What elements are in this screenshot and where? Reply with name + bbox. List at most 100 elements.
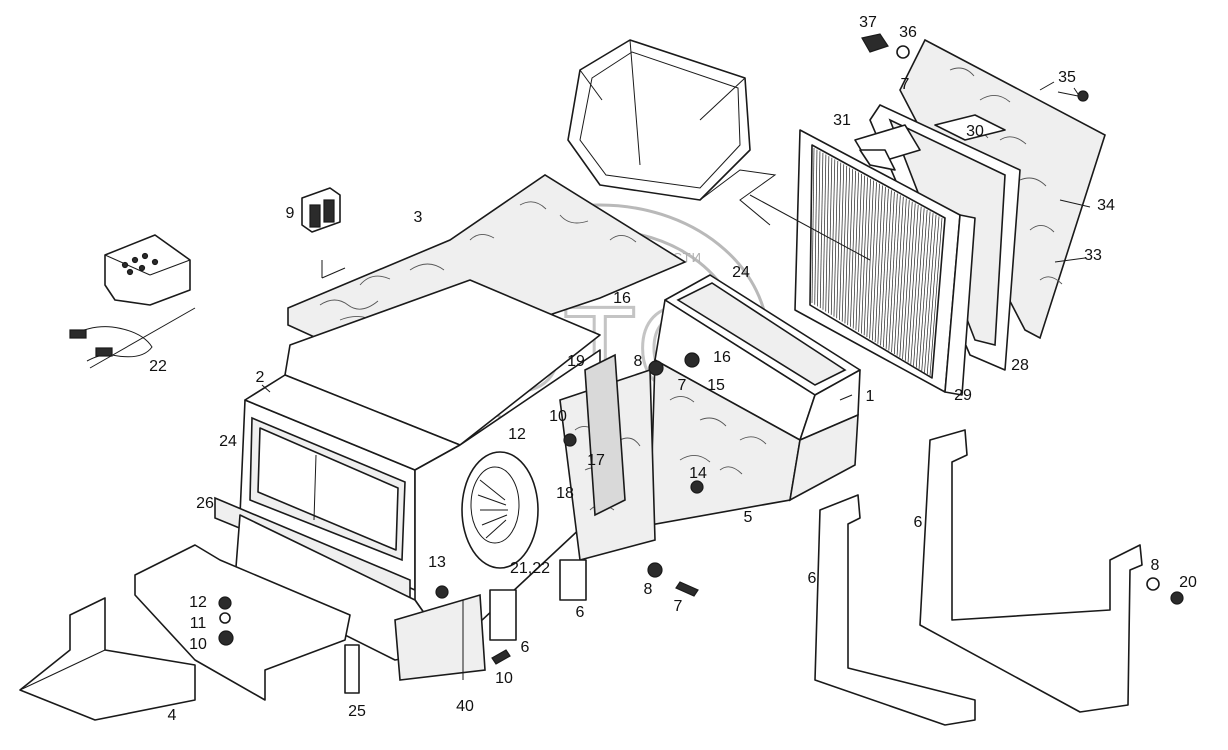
callout-label: 6 (576, 604, 585, 621)
callout-label: 9 (286, 205, 295, 222)
filter-pleat-line (896, 198, 907, 356)
part-trays-4 (19, 544, 351, 721)
callout-label: 7 (674, 598, 683, 615)
part-brackets-6 (814, 429, 1184, 726)
filter-pleat-line (858, 175, 865, 332)
callout-label: 4 (168, 707, 177, 724)
callout-label: 28 (1011, 357, 1029, 374)
filter-pleat-line (811, 147, 815, 304)
callout-label: 26 (196, 495, 214, 512)
callout-label: 10 (189, 636, 207, 653)
callout-label: 36 (899, 24, 917, 41)
filter-pleat-line (830, 159, 836, 315)
filter-pleat-line (817, 151, 821, 307)
filter-pleat-line (844, 167, 851, 324)
filter-pleat-line (926, 216, 940, 375)
callout-label: 13 (428, 554, 446, 571)
callout-label: 21,22 (510, 560, 550, 577)
callout-label: 30 (966, 123, 984, 140)
filter-pleat-line (915, 209, 928, 368)
callout-label: 20 (1179, 574, 1197, 591)
filter-pleat-line (910, 206, 922, 365)
filter-pleat-line (814, 149, 818, 305)
callout-label: 19 (567, 353, 585, 370)
callout-label: 10 (549, 408, 567, 425)
filter-pleat-line (882, 190, 892, 348)
filter-pleat-line (869, 182, 877, 339)
filter-pleat-line (918, 211, 931, 370)
callout-label: 33 (1084, 247, 1102, 264)
filter-pleat-line (855, 174, 862, 331)
callout-label: 31 (833, 112, 851, 129)
callout-label: 12 (508, 426, 526, 443)
callout-label: 24 (219, 433, 237, 450)
callout-label: 6 (914, 514, 923, 531)
callout-label: 11 (190, 615, 207, 632)
filter-pleat-line (907, 204, 919, 363)
callout-label: 8 (1151, 557, 1160, 574)
filter-pleat-line (921, 213, 934, 371)
callout-label: 12 (189, 594, 207, 611)
filter-pleat-line (913, 208, 925, 366)
part-cab-frame-outline (567, 39, 777, 226)
callout-label: 8 (634, 353, 643, 370)
callout-label: 16 (713, 349, 731, 366)
filter-pleat-line (866, 180, 874, 337)
filter-pleat-line (825, 156, 830, 312)
callout-label: 14 (689, 465, 707, 482)
filter-pleat-line (902, 201, 913, 360)
callout-label: 29 (954, 387, 972, 404)
filter-pleat-line (924, 214, 937, 373)
filter-pleat-line (880, 188, 889, 346)
callout-label: 8 (644, 581, 653, 598)
callout-label: 6 (808, 570, 817, 587)
filter-pleat-line (841, 165, 848, 322)
part-relay-bracket-22 (69, 234, 196, 369)
filter-pleat-line (828, 157, 833, 314)
filter-pleat-line (861, 177, 868, 334)
callout-label: 16 (613, 290, 631, 307)
filter-pleat-line (819, 152, 824, 309)
filter-pleat-line (891, 195, 901, 353)
part-clip-9 (301, 187, 341, 233)
callout-label: 22 (149, 358, 167, 375)
filter-pleat-line (904, 203, 916, 361)
leader-lines (261, 81, 1091, 680)
callout-label: 18 (556, 485, 574, 502)
callout-labels: 1 2 3 4 5 6 6 6 6 6 7 7 7 8 8 8 9 10 10 … (149, 14, 1197, 724)
filter-pleat-line (877, 187, 886, 344)
filter-pleat-line (893, 196, 904, 354)
filter-pleat-line (885, 191, 895, 349)
filter-pleat-line (888, 193, 898, 351)
filter-pleat-line (839, 164, 845, 320)
filter-pleat-line (899, 200, 910, 358)
filter-pleat-line (872, 183, 880, 341)
filter-pleat-line (863, 178, 871, 336)
part-clips-30-31 (854, 114, 1006, 171)
callout-label: 40 (456, 698, 474, 715)
callout-label: 17 (587, 452, 605, 469)
part-cabin-filter-29 (794, 129, 976, 396)
filter-pleat-line (833, 161, 839, 317)
callout-label: 34 (1097, 197, 1115, 214)
fasteners-7-8 (491, 562, 699, 665)
callout-label: 35 (1058, 69, 1076, 86)
callout-label: 5 (744, 509, 753, 526)
filter-pleat-line (847, 169, 854, 326)
callout-label: 15 (707, 377, 725, 394)
filter-pleat-line (929, 217, 943, 377)
callout-label: 2 (256, 369, 265, 386)
filter-pleat-line (852, 172, 860, 329)
callout-label: 24 (732, 264, 750, 281)
part-duct-1-5-24 (649, 274, 861, 526)
callout-label: 10 (495, 670, 513, 687)
callout-label: 1 (866, 388, 875, 405)
callout-label: 3 (414, 209, 423, 226)
callout-label: 37 (859, 14, 877, 31)
filter-pleat-line (850, 170, 857, 327)
callout-label: 7 (678, 377, 687, 394)
filter-pleat-line (822, 154, 827, 310)
filter-pleat-line (836, 162, 842, 319)
